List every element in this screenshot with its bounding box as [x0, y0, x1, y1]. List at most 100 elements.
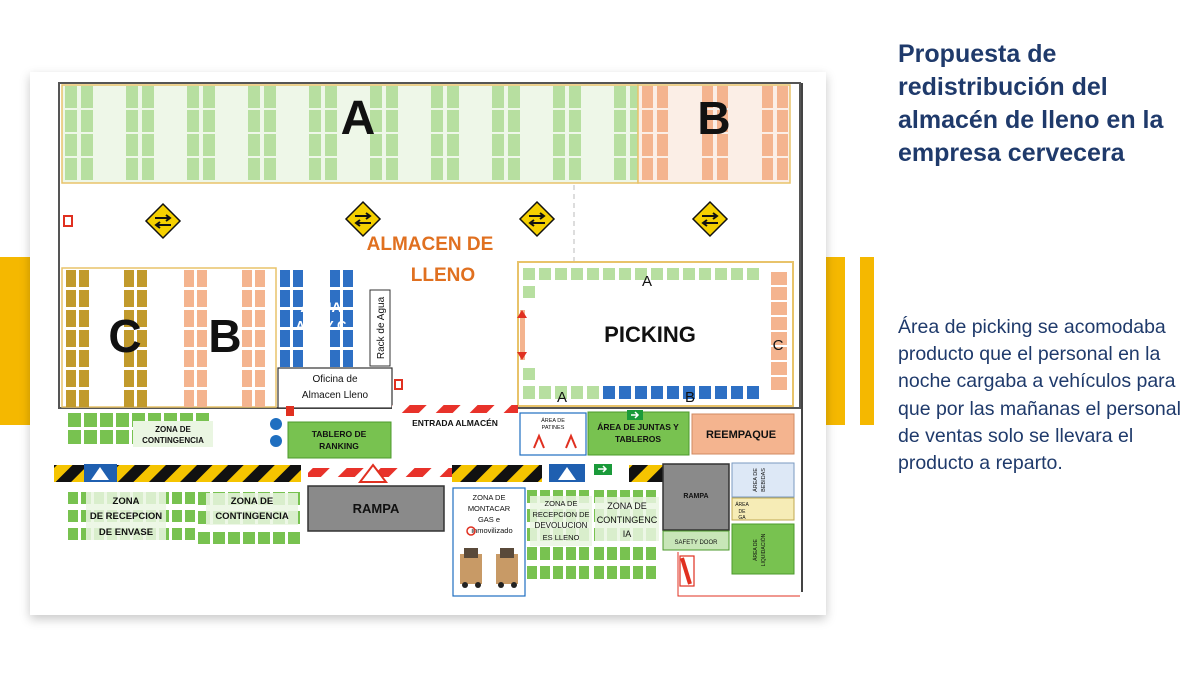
pallet-cell — [280, 350, 290, 367]
pallet-cell — [702, 134, 713, 156]
pallet-cell — [683, 268, 695, 280]
pallet-cell — [142, 86, 154, 108]
pallet-cell — [79, 330, 89, 347]
pallet-cell — [81, 134, 93, 156]
pallet-cell — [715, 268, 727, 280]
pallet-cell — [264, 134, 276, 156]
pallet-cell — [762, 86, 773, 108]
pallet-cell — [280, 270, 290, 287]
contingencia-2-label-bg — [206, 493, 298, 525]
pallet-cell — [569, 134, 581, 156]
pallet-cell — [65, 134, 77, 156]
pallet-cell — [715, 386, 727, 399]
zone-b-pallet-grid — [642, 86, 788, 180]
pallet-cell — [116, 430, 129, 444]
pallet-cell — [248, 110, 260, 132]
safety-door — [662, 530, 730, 551]
accent-bar-middle-2 — [860, 257, 874, 425]
contingencia-2-label-line2: CONTINGENCIA — [215, 511, 289, 522]
pallet-cell — [184, 270, 194, 287]
pallet-cell — [293, 350, 303, 367]
pallet-cell — [386, 86, 398, 108]
pallet-cell — [79, 370, 89, 387]
zone-b-middle-pallet-grid — [184, 270, 265, 407]
pallet-cell — [566, 566, 576, 579]
patines-label-line1: ÁREA DE — [541, 417, 565, 424]
contingencia-3-label-line2: CONTINGENC — [597, 515, 658, 525]
area-liquidacion — [731, 523, 795, 575]
pallet-cell — [508, 110, 520, 132]
pallet-cell — [553, 110, 565, 132]
patines-label-line2: PATINES — [542, 425, 565, 431]
pallet-cell — [642, 86, 653, 108]
tablero-label-line1: TABLERO DE — [312, 429, 367, 439]
pallet-cell — [124, 390, 134, 407]
entrance-barrier — [392, 405, 518, 413]
pallet-cell — [343, 270, 353, 287]
pallet-cell — [68, 528, 78, 540]
pallet-cell — [431, 158, 443, 180]
pallet-cell — [614, 134, 626, 156]
devolucion-label-line2: RECEPCION DE — [532, 510, 589, 519]
bidirectional-traffic-sign-icon — [344, 200, 382, 238]
contingencia-3-label-line3: IA — [623, 529, 632, 539]
pallet-cell — [79, 270, 89, 287]
pallet-cell — [539, 268, 551, 280]
pallet-cell — [248, 158, 260, 180]
pallet-cell — [184, 330, 194, 347]
pallet-cell — [642, 158, 653, 180]
pallet-cell — [777, 86, 788, 108]
red-exit-path — [677, 552, 800, 597]
pallet-cell — [79, 310, 89, 327]
contingencia-3-label-bg — [595, 497, 659, 541]
pallet-cell — [124, 370, 134, 387]
picking-zone-c-column — [771, 272, 787, 390]
pallet-cell — [702, 110, 713, 132]
pallet-cell — [65, 110, 77, 132]
pallet-cell — [255, 270, 265, 287]
zone-b-middle-label: B — [208, 310, 241, 362]
info-icon — [270, 435, 282, 447]
pallet-cell — [172, 528, 182, 540]
contingencia-label-bg — [133, 421, 213, 447]
forklift-icon — [496, 548, 518, 588]
pallet-cell — [523, 268, 535, 280]
pallet-cell — [777, 134, 788, 156]
pallet-cell — [66, 390, 76, 407]
pallet-cell — [280, 310, 290, 327]
pallet-cell — [492, 134, 504, 156]
pallet-jack-icon — [533, 433, 577, 449]
pallet-cell — [184, 310, 194, 327]
recepcion-envase-label-line2: DE RECEPCION — [90, 511, 162, 522]
recepcion-envase-label-bg — [86, 492, 166, 540]
pallet-cell — [731, 268, 743, 280]
pallet-cell — [124, 270, 134, 287]
montacargas-label-line4: inmovilizado — [471, 526, 512, 535]
pallet-cell — [370, 158, 382, 180]
devolucion-label-bg — [530, 496, 592, 546]
pallet-cell — [635, 268, 647, 280]
pallet-cell — [762, 134, 773, 156]
pallet-cell — [258, 532, 270, 544]
dock-barrier — [308, 468, 452, 477]
pallet-cell — [508, 86, 520, 108]
bebidas-label-line2: BEBIDAS — [761, 468, 767, 492]
pallet-cell — [587, 386, 599, 399]
pallet-cell — [571, 268, 583, 280]
zone-a-top-area — [61, 84, 639, 184]
pallet-cell — [184, 370, 194, 387]
pallet-cell — [607, 547, 617, 560]
pallet-cell — [657, 134, 668, 156]
pallet-cell — [79, 390, 89, 407]
pallet-cell — [762, 110, 773, 132]
pallet-cell — [330, 310, 340, 327]
pallet-cell — [273, 532, 285, 544]
pallet-cell — [771, 272, 787, 285]
pallet-cell — [594, 547, 604, 560]
pallet-cell — [569, 86, 581, 108]
pallet-cell — [587, 268, 599, 280]
pallet-cell — [197, 330, 207, 347]
pallet-cell — [197, 270, 207, 287]
accent-bar-middle-1 — [826, 257, 845, 425]
pallet-cell — [386, 134, 398, 156]
